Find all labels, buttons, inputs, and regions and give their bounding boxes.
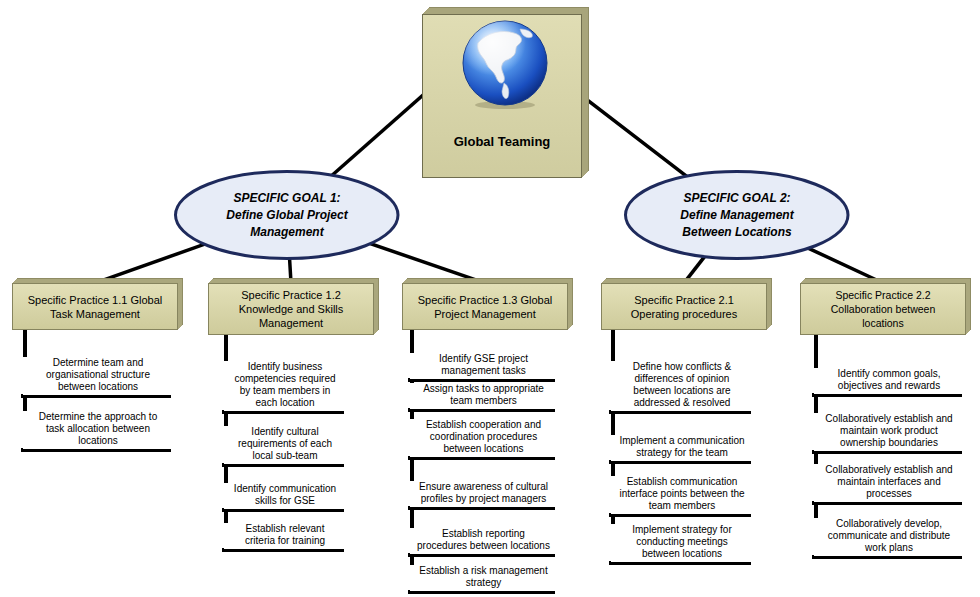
connector-line: [684, 257, 704, 283]
activity-item: Establish cooperation and coordination p…: [410, 419, 555, 460]
goal-ellipse: SPECIFIC GOAL 1:Define Global Project Ma…: [174, 170, 400, 260]
node-label: Identify cultural requirements of each l…: [230, 426, 340, 462]
practice-box: Specific Practice 2.1 Operating procedur…: [601, 283, 767, 330]
node-label: Define Management Between Locations: [662, 207, 812, 241]
goal-heading: SPECIFIC GOAL 1:: [233, 190, 340, 207]
goal-ellipse: SPECIFIC GOAL 2:Define Management Betwee…: [624, 170, 850, 260]
activity-item: Establish relevant criteria for training: [224, 523, 344, 552]
node-label: Define how conflicts & differences of op…: [617, 361, 747, 409]
node-label: Global Teaming: [454, 134, 551, 149]
activity-item: Identify GSE project management tasks: [410, 353, 555, 382]
activity-item: Establish communication interface points…: [611, 476, 751, 517]
node-label: Specific Practice 2.1 Operating procedur…: [612, 293, 756, 321]
practice-box: Specific Practice 1.3 Global Project Man…: [402, 283, 568, 330]
activity-item: Identify business competencies required …: [224, 361, 344, 414]
activity-item: Establish a risk management strategy: [410, 565, 555, 594]
node-label: Ensure awareness of cultural profiles by…: [416, 481, 551, 505]
ellipse-shape: [176, 172, 399, 259]
practice-box: Specific Practice 2.2 Collaboration betw…: [800, 283, 966, 335]
connector-line: [582, 96, 686, 176]
node-label: Collaboratively develop, communicate and…: [820, 518, 958, 554]
activity-item: Identify common goals, objectives and re…: [814, 368, 962, 397]
activity-item: Implement a communication strategy for t…: [611, 435, 751, 464]
activity-item: Implement strategy for conducting meetin…: [611, 524, 751, 565]
activity-item: Collaboratively establish and maintain w…: [814, 413, 962, 454]
activity-item: Determine the approach to task allocatio…: [23, 411, 171, 452]
node-label: Define Global Project Management: [212, 207, 362, 241]
node-label: Identify communication skills for GSE: [230, 483, 340, 507]
node-label: Establish relevant criteria for training: [230, 523, 340, 547]
activity-item: Identify cultural requirements of each l…: [224, 426, 344, 467]
node-label: Establish a risk management strategy: [416, 565, 551, 589]
node-label: Identify common goals, objectives and re…: [820, 368, 958, 392]
connector-line: [95, 244, 204, 283]
connector-line: [333, 96, 422, 175]
node-label: Establish communication interface points…: [617, 476, 747, 512]
node-label: Implement strategy for conducting meetin…: [617, 524, 747, 560]
connector-line: [809, 249, 883, 283]
activity-item: Identify communication skills for GSE: [224, 483, 344, 512]
practice-box: Specific Practice 1.2 Knowledge and Skil…: [208, 283, 374, 335]
node-label: Specific Practice 1.3 Global Project Man…: [413, 293, 557, 321]
node-label: Specific Practice 2.2 Collaboration betw…: [811, 288, 955, 330]
node-label: Assign tasks to appropriate team members: [416, 383, 551, 407]
activity-item: Define how conflicts & differences of op…: [611, 361, 751, 414]
connector-line: [371, 244, 485, 283]
activity-item: Collaboratively develop, communicate and…: [814, 518, 962, 559]
activity-item: Assign tasks to appropriate team members: [410, 383, 555, 412]
practice-box: Specific Practice 1.1 Global Task Manage…: [12, 283, 178, 330]
node-label: Establish reporting procedures between l…: [416, 528, 551, 552]
activity-item: Collaboratively establish and maintain i…: [814, 464, 962, 505]
node-label: Identify GSE project management tasks: [416, 353, 551, 377]
node-label: Determine the approach to task allocatio…: [29, 411, 167, 447]
node-label: Establish cooperation and coordination p…: [416, 419, 551, 455]
activity-item: Establish reporting procedures between l…: [410, 528, 555, 557]
node-label: Specific Practice 1.1 Global Task Manage…: [23, 293, 167, 321]
activity-item: Determine team and organisational struct…: [23, 357, 171, 398]
node-label: Implement a communication strategy for t…: [617, 435, 747, 459]
node-label: Collaboratively establish and maintain w…: [820, 413, 958, 449]
root-box: Global Teaming: [422, 14, 582, 178]
activity-item: Ensure awareness of cultural profiles by…: [410, 481, 555, 510]
connector-line: [290, 259, 291, 283]
node-label: Determine team and organisational struct…: [29, 357, 167, 393]
node-label: Specific Practice 1.2 Knowledge and Skil…: [219, 288, 363, 330]
node-label: Identify business competencies required …: [230, 361, 340, 409]
goal-heading: SPECIFIC GOAL 2:: [683, 190, 790, 207]
ellipse-shape: [626, 172, 849, 259]
node-label: Collaboratively establish and maintain i…: [820, 464, 958, 500]
